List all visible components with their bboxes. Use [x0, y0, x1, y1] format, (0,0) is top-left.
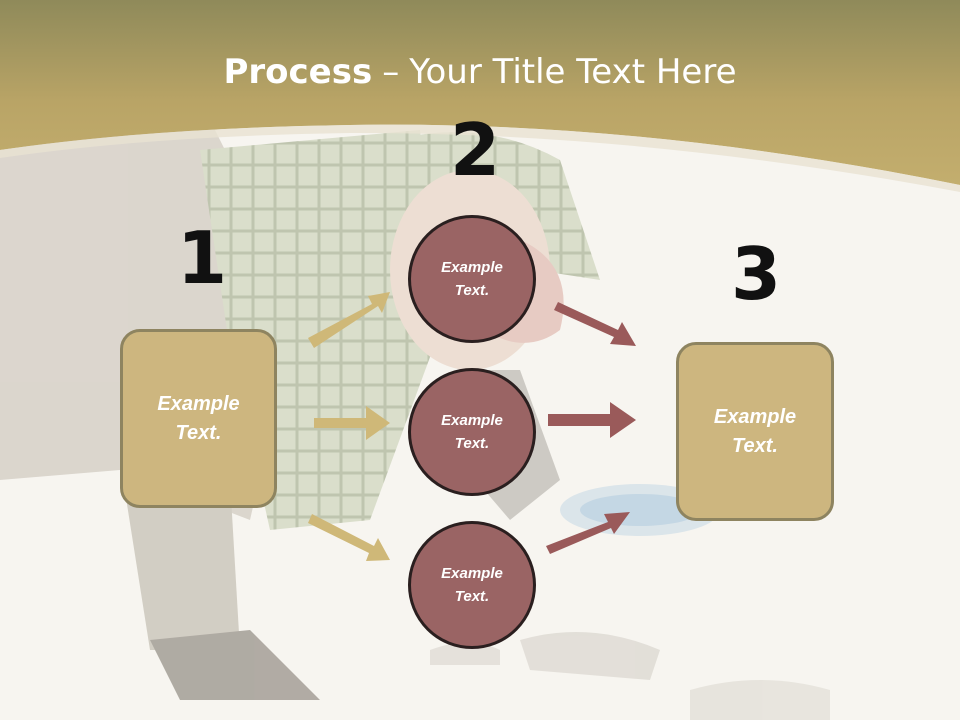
- process-circle-1-text: Example Text.: [441, 259, 503, 299]
- step-number-1: 1: [177, 216, 228, 300]
- process-circle-2-text: Example Text.: [441, 412, 503, 452]
- arrows-gold: [308, 292, 390, 561]
- arrow-down-right-to-3: [554, 302, 636, 346]
- step-box-3: Example Text.: [676, 342, 834, 521]
- step-box-3-text: Example Text.: [713, 405, 797, 457]
- step-box-1: Example Text.: [120, 329, 277, 508]
- arrow-up-right-to-3: [546, 512, 630, 554]
- process-circle-3: Example Text.: [408, 521, 536, 649]
- process-circle-3-text: Example Text.: [441, 565, 503, 605]
- step-box-1-text: Example Text.: [157, 392, 240, 444]
- arrow-down-right: [308, 514, 390, 561]
- arrow-right: [314, 406, 390, 440]
- process-circle-1: Example Text.: [408, 215, 536, 343]
- title-dash: –: [382, 52, 400, 92]
- arrow-right-to-3: [548, 402, 636, 438]
- title-rest: Your Title Text Here: [409, 52, 737, 92]
- process-circle-2: Example Text.: [408, 368, 536, 496]
- header-band: [0, 0, 960, 185]
- slide-title: Process–Your Title Text Here: [0, 52, 960, 92]
- step-number-3: 3: [731, 232, 782, 316]
- title-bold: Process: [223, 52, 373, 92]
- arrows-maroon: [546, 302, 636, 554]
- arrow-up-right: [308, 292, 390, 348]
- step-number-2: 2: [450, 108, 501, 192]
